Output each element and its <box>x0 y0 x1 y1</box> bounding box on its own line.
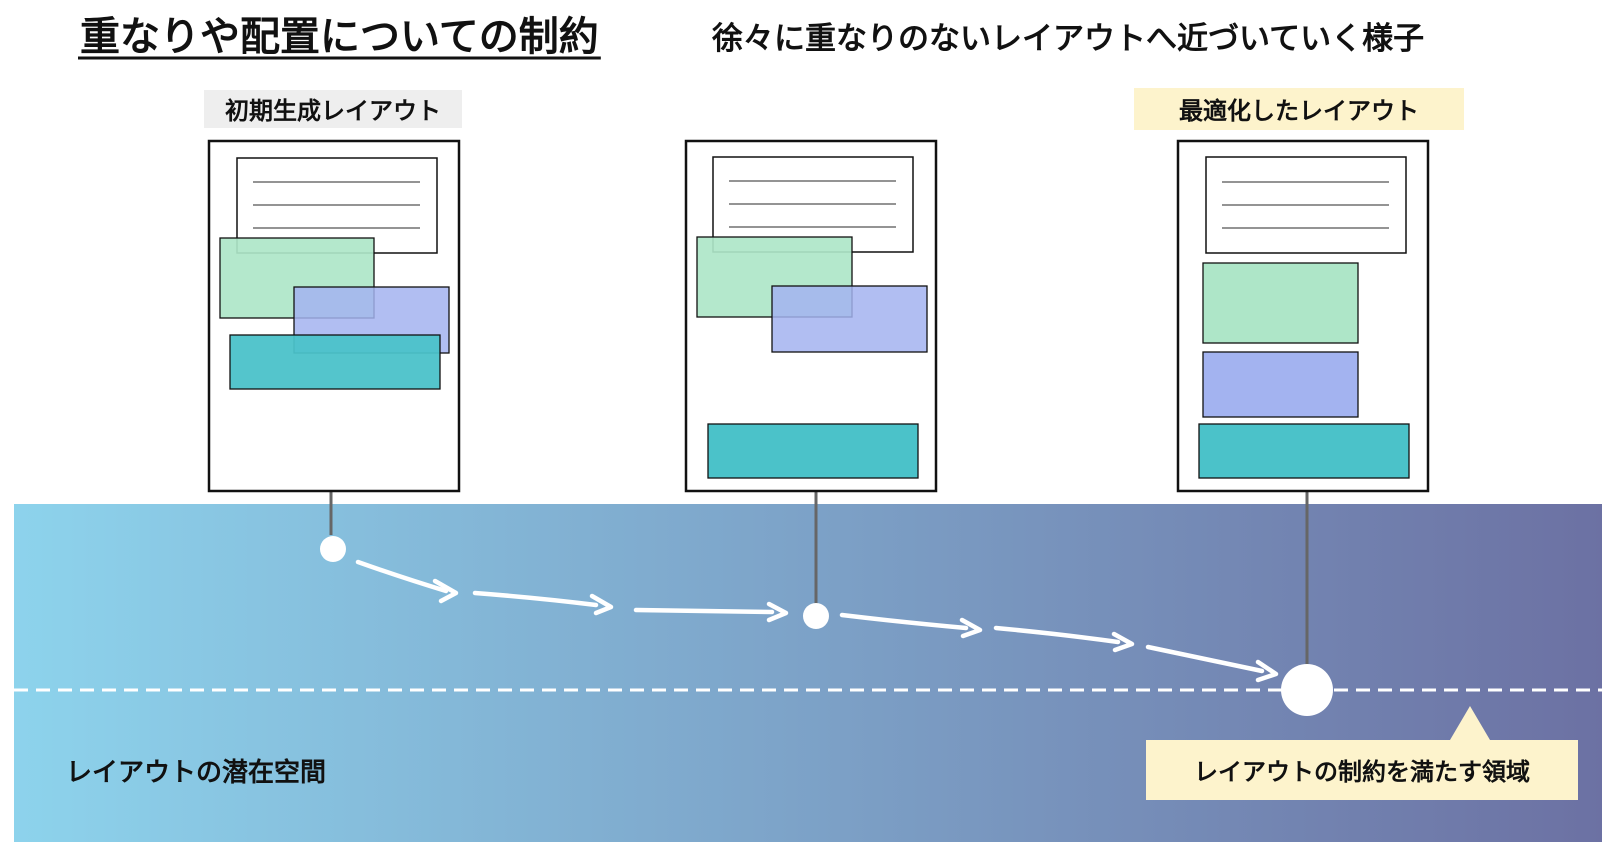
trajectory-arrow <box>839 612 969 631</box>
optimization-trajectory <box>355 559 1279 683</box>
constraint-region-label: レイアウトの制約を満たす領域 <box>1194 758 1530 786</box>
green-element <box>1202 262 1359 344</box>
main-title: 重なりや配置についての制約 <box>80 14 599 60</box>
optimized-label: 最適化したレイアウト <box>1179 97 1419 125</box>
blue-element <box>771 285 928 353</box>
arrow-head <box>1255 659 1279 683</box>
trajectory-arrow <box>633 607 775 615</box>
teal-element <box>229 334 441 390</box>
arrow-head <box>766 601 789 623</box>
trajectory-arrow <box>1145 644 1265 674</box>
initial-label: 初期生成レイアウト <box>225 97 441 125</box>
page-thumbnail-initial <box>207 139 461 493</box>
arrow-head <box>432 578 459 604</box>
arrow-head <box>959 617 983 639</box>
trajectory-arrow <box>355 559 449 594</box>
optimized-label-bg <box>1134 88 1464 130</box>
page-thumbnail-optimized <box>1176 139 1430 493</box>
teal-element <box>1198 423 1410 479</box>
initial-label-bg <box>204 90 462 128</box>
latent-space-label: レイアウトの潜在空間 <box>66 757 326 788</box>
page-thumbnail-intermediate <box>684 139 938 493</box>
latent-point-initial <box>320 536 346 562</box>
latent-point-intermediate <box>803 603 829 629</box>
arrow-head <box>589 593 614 616</box>
subtitle: 徐々に重なりのないレイアウトへ近づいていく様子 <box>711 21 1424 57</box>
constraint-region-callout <box>1146 706 1578 800</box>
trajectory-arrow <box>993 625 1121 645</box>
arrow-head <box>1111 631 1135 653</box>
blue-element <box>1202 351 1359 418</box>
teal-element <box>707 423 919 479</box>
latent-point-optimized <box>1281 664 1333 716</box>
trajectory-arrow <box>472 590 599 608</box>
